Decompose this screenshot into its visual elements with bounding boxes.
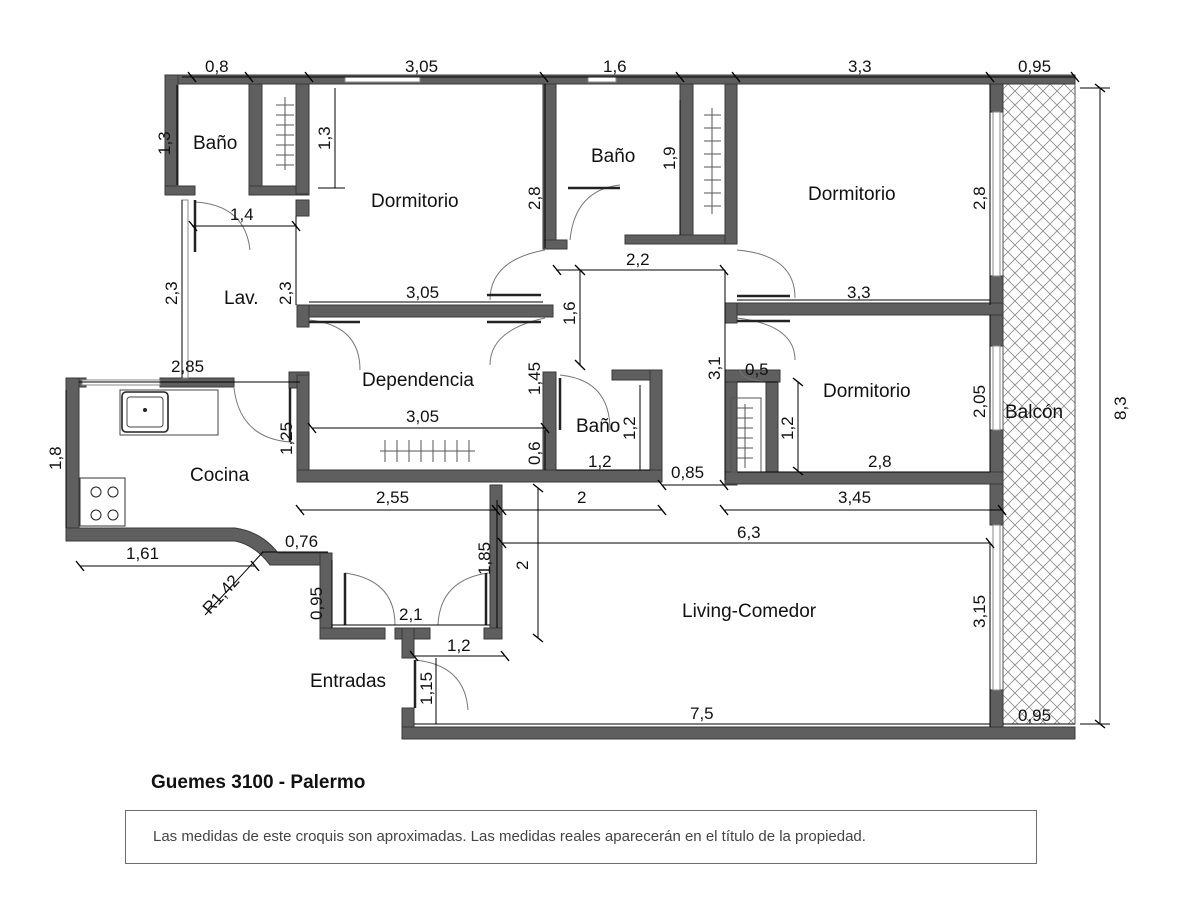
dim-label: 2,55 [376,488,409,507]
room-label-cocina: Cocina [190,465,250,486]
dim-label: 1,9 [660,146,679,170]
dim-label: 1,15 [417,672,436,705]
dim-label: 1,85 [475,542,494,575]
dim-label: 0,95 [307,587,326,620]
dim-label: 0,95 [1018,57,1051,76]
room-label-dependencia: Dependencia [362,370,474,391]
dim-label: 1,45 [525,362,544,395]
room-label-balcon: Balcón [1005,402,1063,423]
dim-label: 2,8 [868,452,892,471]
dim-label: 0,6 [525,441,544,465]
room-label-dormitorio-1: Dormitorio [371,191,459,212]
dim-label: R1,42 [199,571,243,617]
dim-label: 2,3 [276,281,295,305]
room-label-lavadero: Lav. [224,288,259,309]
room-label-bano-1: Baño [193,133,237,154]
walls [65,74,1076,740]
dim-label: 0,85 [671,463,704,482]
dim-label: 1,8 [46,446,65,470]
plan-title: Guemes 3100 - Palermo [151,772,366,793]
dim-label: 0,76 [285,532,318,551]
disclaimer-box: Las medidas de este croquis son aproxima… [125,810,1037,864]
floor-plan: Baño Dormitorio Baño Dormitorio Lav. Dep… [46,57,1130,740]
dim-label: 1,3 [315,126,334,150]
dim-label: 1,3 [155,131,174,155]
dim-label: 3,3 [848,57,872,76]
room-label-dormitorio-3: Dormitorio [823,381,911,402]
dim-label: 2,1 [399,605,423,624]
room-label-living-comedor: Living-Comedor [682,601,817,622]
dim-label: 2,8 [525,186,544,210]
dimension-lines [65,71,1110,729]
dim-label: 8,3 [1111,396,1130,420]
dim-label: 1,6 [603,57,627,76]
dim-label: 1,6 [560,301,579,325]
dim-label: 1,2 [620,416,639,440]
room-labels: Baño Dormitorio Baño Dormitorio Lav. Dep… [190,133,1063,692]
dim-label: 6,3 [737,523,761,542]
dim-label: 7,5 [690,704,714,723]
dim-label: 2,05 [970,385,989,418]
dim-label: 2,8 [970,186,989,210]
dim-label: 2,3 [162,281,181,305]
dim-label: 3,05 [406,283,439,302]
dim-label: 1,2 [588,452,612,471]
dim-label: 3,45 [838,488,871,507]
disclaimer-text: Las medidas de este croquis son aproxima… [153,828,866,845]
dim-label: 2,85 [171,357,204,376]
dim-label: 3,3 [847,283,871,302]
dim-label: 1,25 [277,422,296,455]
dim-label: 3,05 [406,407,439,426]
kitchen-sink-icon [119,389,219,436]
dim-label: 2 [513,561,532,570]
room-label-bano-2: Baño [591,146,635,167]
balcony-area [1002,81,1076,725]
room-label-bano-3: Baño [576,416,620,437]
dim-label: 1,61 [126,544,159,563]
room-label-entradas: Entradas [310,671,386,692]
dim-label: 0,8 [205,57,229,76]
dim-label: 3,15 [970,595,989,628]
dim-label: 3,1 [705,356,724,380]
dim-label: 1,2 [447,636,471,655]
dim-label: 2,2 [626,250,650,269]
room-label-dormitorio-2: Dormitorio [808,184,896,205]
dim-label: 0,95 [1018,706,1051,725]
dim-label: 3,05 [405,57,438,76]
dim-label: 1,4 [230,205,254,224]
dim-label: 0,5 [745,360,769,379]
dimension-labels: 0,8 3,05 1,6 3,3 0,95 1,3 1,3 2,8 1,9 2,… [46,57,1130,725]
stove-icon [79,477,126,527]
dim-label: 1,2 [778,416,797,440]
dim-label: 2 [577,488,586,507]
